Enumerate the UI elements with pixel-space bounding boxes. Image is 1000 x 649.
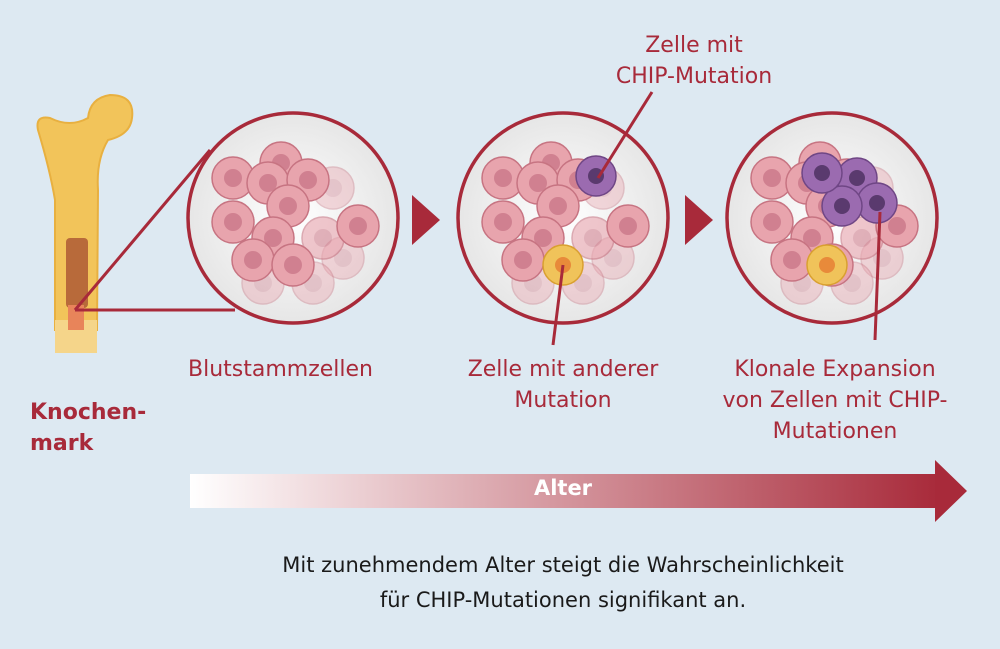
caption-line: Mit zunehmendem Alter steigt die Wahrsch…: [282, 553, 844, 577]
label-line: Klonale Expansion: [734, 357, 936, 382]
label-chip-cell: Zelle mit CHIP-Mutation: [594, 30, 794, 92]
blood-stem-cell: [481, 156, 525, 200]
blood-stem-cell: [211, 156, 255, 200]
label-stem-cells: Blutstammzellen: [188, 357, 373, 382]
step-arrow-icon: [685, 195, 713, 245]
blood-stem-cell: [271, 243, 315, 287]
blood-stem-cell: [770, 238, 814, 282]
chip-mutation-cell: [856, 182, 898, 224]
blood-stem-cell: [750, 200, 794, 244]
caption-line: für CHIP-Mutationen signifikant an.: [379, 588, 747, 612]
blood-stem-cell: [211, 200, 255, 244]
blood-stem-cell: [606, 204, 650, 248]
label-line: mark: [30, 431, 94, 456]
zoom-lines: [73, 149, 235, 312]
chip-mutation-cell: [575, 155, 617, 197]
cell-magnification-circle: [725, 111, 939, 325]
label-clonal-expansion: Klonale Expansion von Zellen mit CHIP- M…: [700, 354, 970, 447]
blood-stem-cell: [840, 216, 884, 260]
blood-stem-cell: [231, 238, 275, 282]
cell-magnification-circle: [186, 111, 400, 325]
chip-mutation-cell: [821, 185, 863, 227]
label-line: Knochen-: [30, 400, 147, 425]
label-line: CHIP-Mutation: [615, 64, 773, 89]
label-other-mutation: Zelle mit anderer Mutation: [443, 354, 683, 416]
bone-illustration: [36, 93, 134, 353]
label-line: Mutationen: [772, 419, 898, 444]
pointer-lines: [551, 91, 882, 346]
blood-stem-cell: [336, 204, 380, 248]
chip-mutation-cell: [801, 152, 843, 194]
blood-stem-cell: [481, 200, 525, 244]
step-arrow-icon: [412, 195, 440, 245]
label-line: Zelle mit: [645, 33, 743, 58]
label-line: Mutation: [514, 388, 612, 413]
blood-stem-cell: [750, 156, 794, 200]
blood-stem-cell: [536, 184, 580, 228]
label-bone-marrow: Knochen- mark: [30, 397, 146, 459]
age-arrow-label: Alter: [533, 476, 593, 500]
cell-magnification-circle: [456, 111, 670, 325]
label-line: von Zellen mit CHIP-: [722, 388, 948, 413]
age-arrow: [190, 460, 967, 522]
other-mutation-cell: [806, 244, 848, 286]
caption: Mit zunehmendem Alter steigt die Wahrsch…: [163, 548, 963, 618]
label-line: Zelle mit anderer: [467, 357, 659, 382]
blood-stem-cell: [501, 238, 545, 282]
